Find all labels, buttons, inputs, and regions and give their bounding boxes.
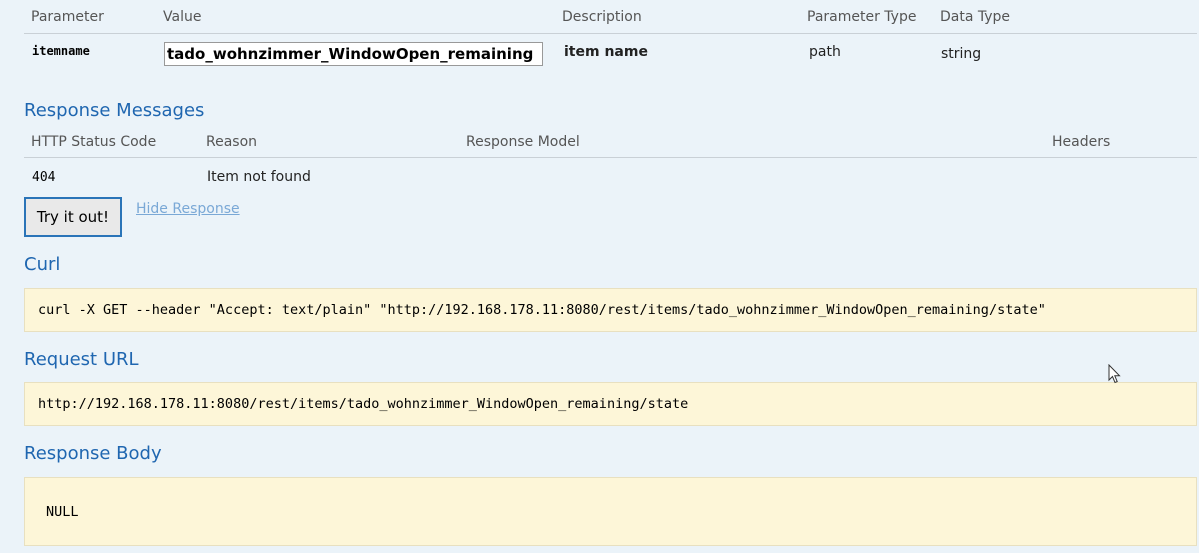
- response-body-title: Response Body: [24, 443, 162, 464]
- response-messages-title: Response Messages: [24, 100, 205, 121]
- mouse-pointer-icon: [1108, 364, 1121, 384]
- response-body-block: NULL: [24, 477, 1197, 546]
- request-url-text: http://192.168.178.11:8080/rest/items/ta…: [38, 396, 689, 412]
- hide-response-link[interactable]: Hide Response: [136, 201, 240, 217]
- try-it-out-button[interactable]: Try it out!: [24, 197, 122, 237]
- response-messages-table-header: HTTP Status Code Reason Response Model H…: [24, 128, 1197, 158]
- header-http-status-code: HTTP Status Code: [31, 134, 157, 150]
- header-value: Value: [163, 9, 202, 25]
- parameter-description: item name: [564, 44, 648, 60]
- parameters-table-header: Parameter Value Description Parameter Ty…: [24, 0, 1197, 34]
- header-data-type: Data Type: [940, 9, 1011, 25]
- curl-command-block: curl -X GET --header "Accept: text/plain…: [24, 288, 1197, 332]
- header-parameter: Parameter: [31, 9, 104, 25]
- curl-title: Curl: [24, 254, 61, 275]
- parameter-data-type: string: [941, 46, 982, 62]
- parameter-type: path: [809, 44, 841, 60]
- header-description: Description: [562, 9, 642, 25]
- header-parameter-type: Parameter Type: [807, 9, 917, 25]
- curl-command-text: curl -X GET --header "Accept: text/plain…: [38, 302, 1046, 318]
- itemname-value-input[interactable]: [164, 42, 543, 66]
- response-reason: Item not found: [207, 169, 311, 185]
- request-url-block: http://192.168.178.11:8080/rest/items/ta…: [24, 382, 1197, 426]
- request-url-title: Request URL: [24, 349, 139, 370]
- parameter-name: itemname: [32, 44, 90, 58]
- header-response-model: Response Model: [466, 134, 580, 150]
- header-reason: Reason: [206, 134, 258, 150]
- response-status-code: 404: [32, 170, 56, 185]
- header-headers: Headers: [1052, 134, 1111, 150]
- response-body-text: NULL: [46, 504, 79, 520]
